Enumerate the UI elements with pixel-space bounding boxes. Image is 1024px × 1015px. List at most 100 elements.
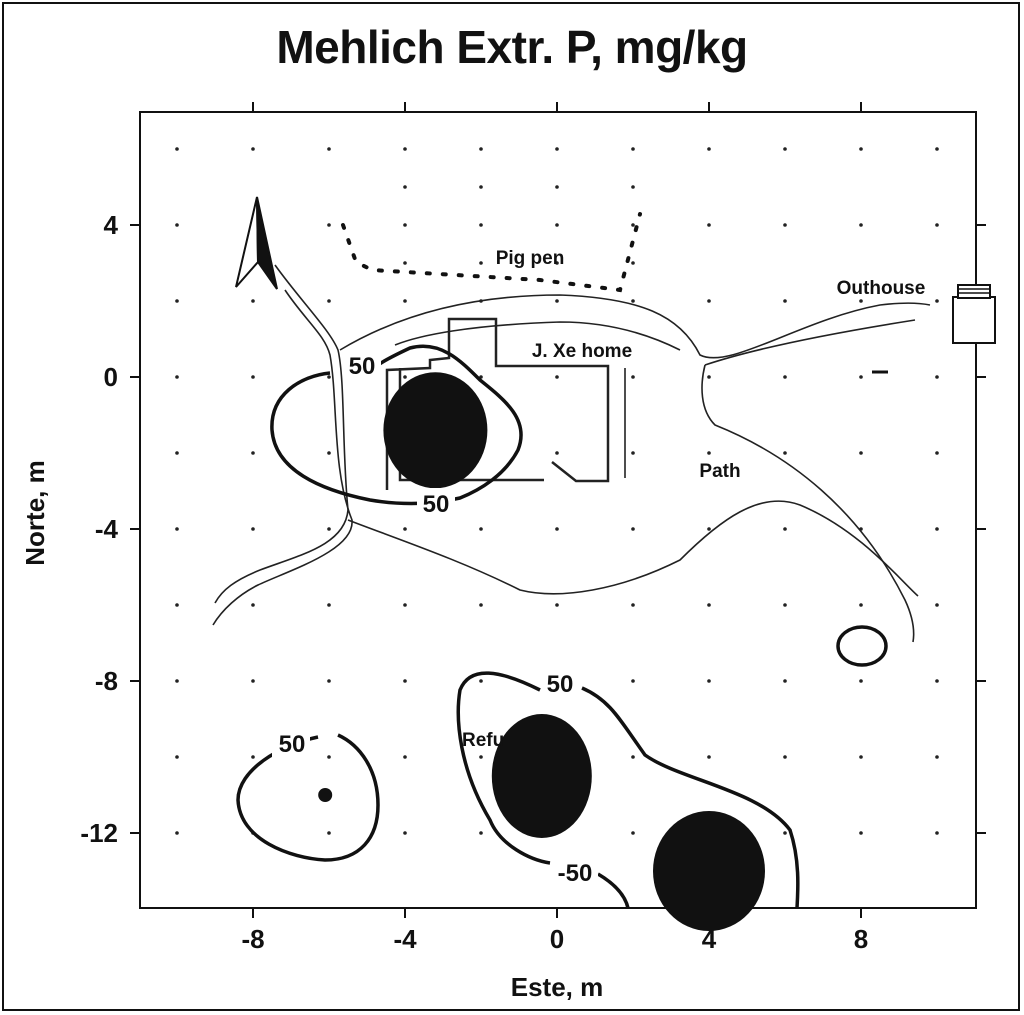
- sample-dot: [479, 679, 483, 683]
- sample-dot: [707, 375, 711, 379]
- contour-label-5: -50: [558, 860, 593, 887]
- y-tick-label: 4: [104, 210, 119, 240]
- sample-dot: [631, 299, 635, 303]
- sample-dot: [479, 527, 483, 531]
- contour-lines: [236, 344, 888, 909]
- sample-dot: [783, 679, 787, 683]
- sample-dot: [935, 375, 939, 379]
- sample-dot: [175, 527, 179, 531]
- x-tick-labels: -8 -4 0 4 8: [241, 924, 868, 954]
- x-tick-label: -8: [241, 924, 264, 954]
- sample-dot: [631, 679, 635, 683]
- sample-dot: [175, 755, 179, 759]
- sample-dot: [479, 147, 483, 151]
- sample-dot: [251, 299, 255, 303]
- sample-dot: [479, 223, 483, 227]
- contour-label-bg: [343, 350, 381, 380]
- sample-dot: [327, 147, 331, 151]
- sample-dot: [783, 451, 787, 455]
- sample-dot: [555, 603, 559, 607]
- sample-dot: [175, 299, 179, 303]
- sample-dot: [783, 603, 787, 607]
- contour-label-bg: [552, 858, 598, 888]
- sample-dot: [631, 603, 635, 607]
- sample-dot: [707, 603, 711, 607]
- sample-dot: [631, 831, 635, 835]
- sample-dot: [403, 755, 407, 759]
- refuse-label: Refu: [462, 730, 504, 751]
- sample-dot: [631, 755, 635, 759]
- sample-dot: [859, 755, 863, 759]
- sample-dot: [783, 223, 787, 227]
- sample-dot: [175, 451, 179, 455]
- sample-dot: [175, 147, 179, 151]
- x-tick-label: 4: [702, 924, 717, 954]
- sample-dot: [327, 527, 331, 531]
- sample-dot: [783, 147, 787, 151]
- sample-dot: [859, 299, 863, 303]
- y-tick-label: -12: [80, 818, 118, 848]
- y-tick-label: -8: [95, 666, 118, 696]
- sample-dot: [327, 603, 331, 607]
- sample-dot: [403, 261, 407, 265]
- hotspots: [318, 372, 765, 931]
- hotspot-1: [383, 372, 488, 489]
- sample-dot: [555, 299, 559, 303]
- sample-dot: [403, 185, 407, 189]
- sample-dot: [251, 527, 255, 531]
- sample-dot: [479, 185, 483, 189]
- contour-label-bg: [541, 668, 579, 698]
- x-tick-label: 8: [854, 924, 868, 954]
- sample-dot: [327, 299, 331, 303]
- contour-label-1: 50: [349, 353, 376, 380]
- sample-dot: [403, 679, 407, 683]
- sample-dot: [631, 451, 635, 455]
- chart-title: Mehlich Extr. P, mg/kg: [276, 21, 748, 73]
- sample-dot: [783, 755, 787, 759]
- sample-dot: [631, 375, 635, 379]
- sample-dot: [707, 755, 711, 759]
- x-tick-label: -4: [393, 924, 417, 954]
- sample-dot: [555, 185, 559, 189]
- sample-dot: [859, 451, 863, 455]
- sample-dot: [783, 831, 787, 835]
- sample-dot: [783, 299, 787, 303]
- sample-dot: [631, 185, 635, 189]
- sample-dot: [403, 375, 407, 379]
- sample-dot: [935, 299, 939, 303]
- x-tick-label: 0: [550, 924, 564, 954]
- sample-dot: [327, 375, 331, 379]
- sample-dot: [555, 451, 559, 455]
- sample-dot: [403, 147, 407, 151]
- sample-dot: [859, 679, 863, 683]
- sample-dot: [479, 261, 483, 265]
- sample-dot: [327, 223, 331, 227]
- sample-dot: [707, 223, 711, 227]
- sample-dot: [327, 679, 331, 683]
- sample-dot: [555, 375, 559, 379]
- sample-dot: [783, 375, 787, 379]
- y-axis-label: Norte, m: [20, 460, 50, 565]
- sample-dot: [631, 223, 635, 227]
- sample-dot: [403, 603, 407, 607]
- sample-dot: [479, 603, 483, 607]
- sample-dot: [707, 147, 711, 151]
- sample-dot: [251, 603, 255, 607]
- path-outline: [212, 264, 931, 643]
- sample-dot: [631, 147, 635, 151]
- sample-dot: [555, 223, 559, 227]
- sample-dot: [859, 147, 863, 151]
- contour-label-bg: [272, 728, 310, 758]
- sample-dot: [327, 831, 331, 835]
- sample-dot: [175, 223, 179, 227]
- sample-dot: [251, 451, 255, 455]
- sample-dot: [479, 755, 483, 759]
- contour-label-3: 50: [547, 671, 574, 698]
- sample-dot: [783, 527, 787, 531]
- sample-dot: [175, 679, 179, 683]
- sample-dot: [707, 679, 711, 683]
- sample-dot: [859, 375, 863, 379]
- contour-label-4: 50: [279, 731, 306, 758]
- x-axis-label: Este, m: [511, 972, 604, 1002]
